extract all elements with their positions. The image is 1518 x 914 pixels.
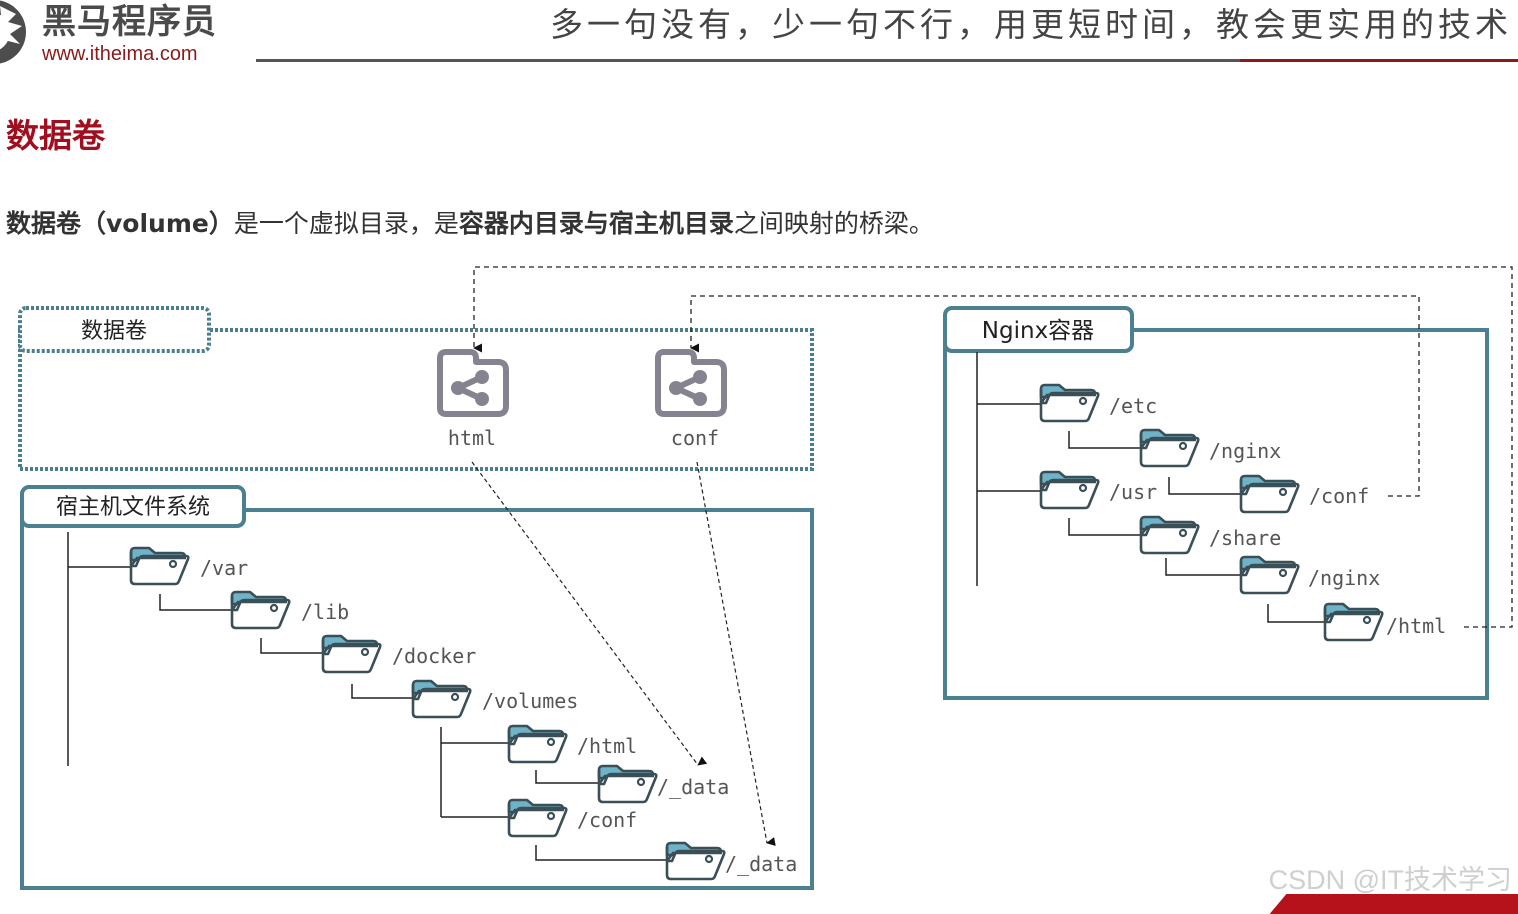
folder-volumes-icon[interactable]: [411, 679, 472, 719]
slogan: 多一句没有，少一句不行，用更短时间，教会更实用的技术: [550, 5, 1512, 44]
volume-box-frame: [18, 328, 814, 471]
connector-volume-conf-to-data: [696, 461, 776, 846]
folder-conf-label: /conf: [577, 808, 637, 832]
folder-usr-icon[interactable]: [1039, 470, 1100, 510]
folder-lib-icon[interactable]: [230, 590, 291, 630]
folder-share-icon[interactable]: [1139, 515, 1200, 555]
host-fs-box: 宿主机文件系统 /var /lib /docker /volumes /html…: [20, 485, 814, 890]
desc-part-2: 是一个虚拟目录，是: [233, 209, 459, 238]
folder-share-label: /share: [1209, 526, 1281, 550]
watermark: CSDN @IT技术学习: [1268, 865, 1512, 895]
folder-docker-icon[interactable]: [321, 634, 382, 674]
connector-nginx-conf-to-volume: [690, 295, 1420, 497]
volume-box-label-frame: [18, 306, 211, 353]
folder-share-nginx-icon[interactable]: [1239, 555, 1300, 595]
host-fs-tree-lines: [67, 532, 666, 861]
folder-share-nginx-html-label: /html: [1386, 614, 1446, 638]
folder-share-nginx-html-icon[interactable]: [1323, 602, 1384, 642]
nginx-container-label: Nginx容器: [982, 318, 1094, 344]
folder-html-data-label: /_data: [657, 775, 729, 799]
desc-part-3: 容器内目录与宿主机目录: [458, 209, 734, 238]
folder-docker-label: /docker: [392, 644, 476, 668]
volume-box-label: 数据卷: [81, 319, 147, 344]
folder-etc-nginx-conf-icon[interactable]: [1239, 474, 1300, 514]
header-divider: [256, 59, 1240, 62]
volume-html-label: html: [448, 426, 496, 450]
folder-html-data-icon[interactable]: [597, 764, 658, 804]
section-title: 数据卷: [6, 116, 105, 155]
connector-volume-html-to-data: [471, 461, 708, 766]
nginx-container-label-frame: [943, 306, 1134, 353]
folder-etc-nginx-conf-label: /conf: [1309, 484, 1369, 508]
brand-name: 黑马程序员: [42, 2, 217, 42]
folder-etc-label: /etc: [1109, 394, 1157, 418]
volume-to-host-connectors: [471, 461, 776, 846]
connector-nginx-html-to-volume: [473, 266, 1513, 628]
volume-conf-icon[interactable]: [658, 352, 724, 414]
header-divider-accent: [1240, 59, 1518, 62]
host-fs-label-frame: [20, 485, 246, 528]
host-fs-label: 宿主机文件系统: [56, 495, 210, 520]
volume-conf-label: conf: [671, 426, 719, 450]
desc-part-1: 数据卷（volume）: [6, 209, 234, 238]
folder-etc-icon[interactable]: [1039, 383, 1100, 423]
folder-volumes-label: /volumes: [482, 689, 578, 713]
volume-html-icon[interactable]: [440, 352, 506, 414]
folder-usr-label: /usr: [1109, 480, 1157, 504]
nginx-container-box: Nginx容器 /etc /nginx /conf /usr /share /n…: [943, 306, 1489, 700]
brand-url: www.itheima.com: [42, 43, 198, 65]
folder-conf-data-icon[interactable]: [665, 841, 726, 881]
folder-conf-data-label: /_data: [725, 852, 797, 876]
desc-part-4: 之间映射的桥梁。: [733, 209, 934, 238]
folder-var-label: /var: [200, 556, 248, 580]
folder-conf-icon[interactable]: [507, 798, 568, 838]
itheima-logo-icon: [0, 0, 26, 64]
folder-etc-nginx-label: /nginx: [1209, 439, 1281, 463]
volume-box: 数据卷 html conf: [18, 306, 814, 471]
nginx-container-frame: [943, 328, 1489, 700]
footer-red-band: [1269, 894, 1518, 914]
host-fs-frame: [20, 508, 814, 890]
folder-share-nginx-label: /nginx: [1308, 566, 1380, 590]
folder-lib-label: /lib: [301, 600, 349, 624]
folder-var-icon[interactable]: [129, 546, 190, 586]
mapping-connectors: [473, 266, 1513, 628]
folder-html-label: /html: [577, 734, 637, 758]
section-description: 数据卷（volume）是一个虚拟目录，是容器内目录与宿主机目录之间映射的桥梁。: [6, 206, 934, 242]
nginx-tree-lines: [976, 352, 1324, 623]
folder-html-icon[interactable]: [507, 724, 568, 764]
folder-etc-nginx-icon[interactable]: [1139, 428, 1200, 468]
